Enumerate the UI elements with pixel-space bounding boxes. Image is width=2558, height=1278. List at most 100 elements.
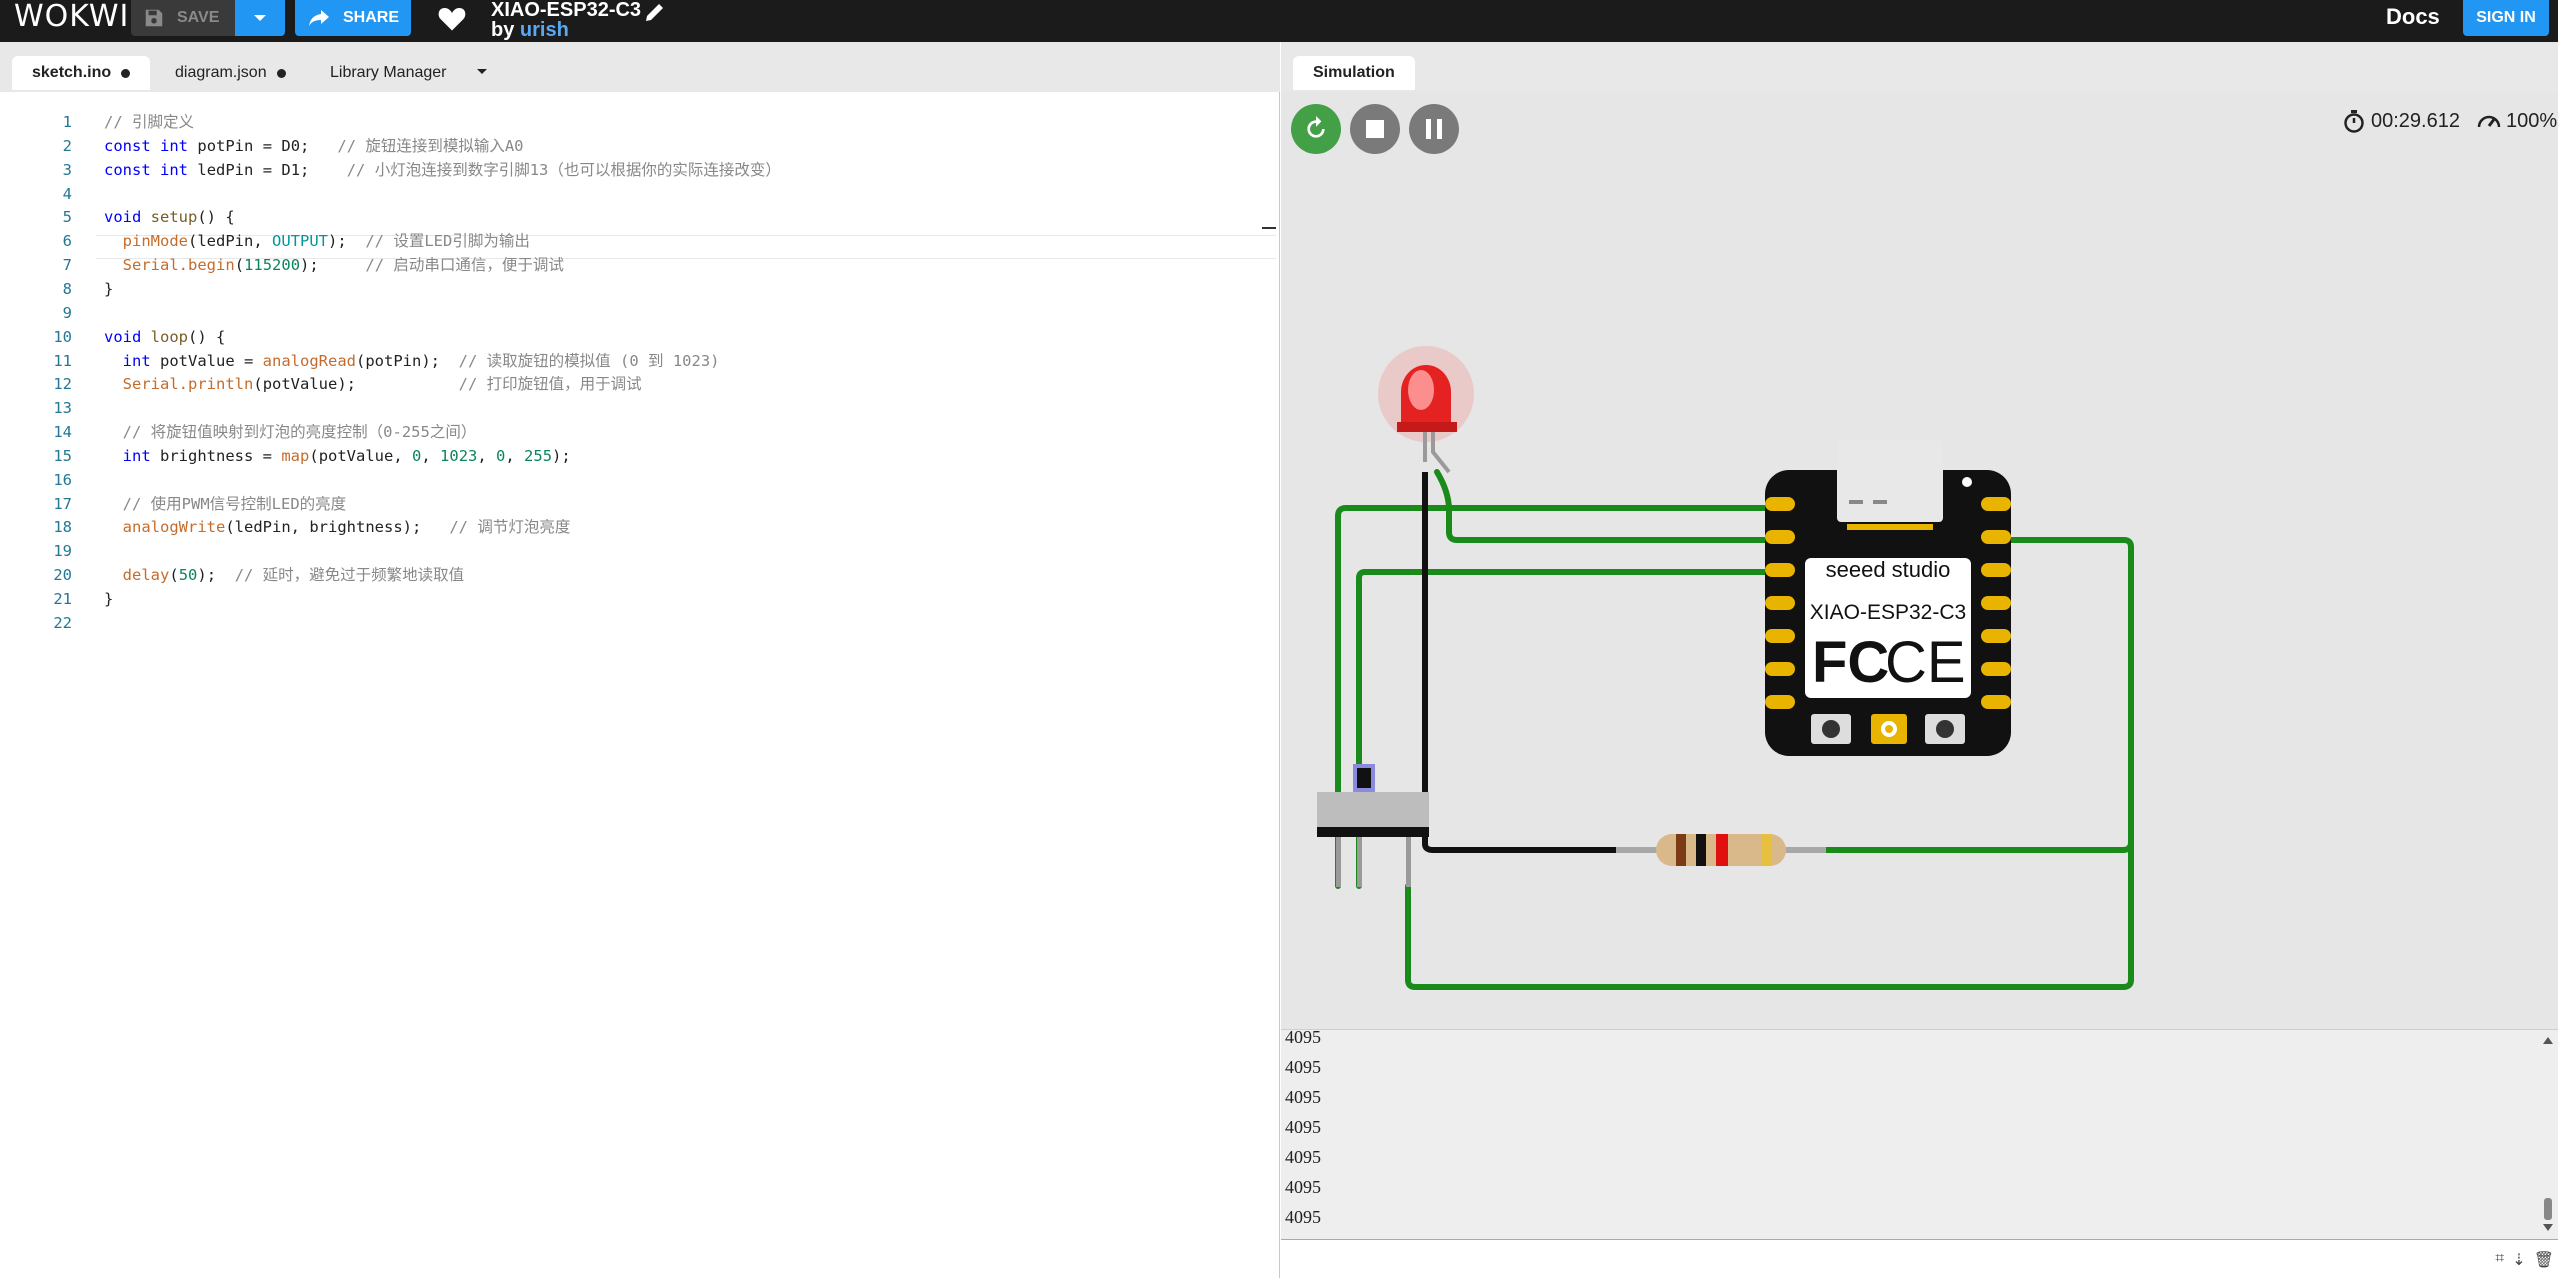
serial-output-line: 4095 [1285, 1057, 1321, 1077]
sign-in-button[interactable]: SIGN IN [2463, 0, 2549, 36]
code-text: int brightness = map(potValue, 0, 1023, … [122, 446, 571, 465]
ce-mark-icon: CE [1885, 630, 1966, 695]
resistor[interactable] [1616, 834, 1826, 866]
board-brand-text: seeed studio [1826, 557, 1951, 582]
line-number: 16 [53, 470, 72, 489]
line-number: 2 [62, 136, 72, 155]
floppy-disk-icon [145, 9, 163, 27]
serial-input-bar[interactable]: ⌗ ⇣ 🗑 [1281, 1239, 2558, 1278]
tab-label: sketch.ino [32, 64, 112, 81]
stop-icon [1366, 120, 1384, 138]
line-number: 5 [62, 208, 72, 227]
wire-board-to-potentiometer [1405, 837, 2134, 990]
top-bar: WOKWI SAVE SHARE XIAO-ESP32-C3 by urish … [0, 0, 2558, 42]
caret-down-icon [254, 15, 266, 21]
xiao-esp32-c3-board[interactable]: seeed studio XIAO-ESP32-C3 FC CE [1765, 440, 2011, 756]
timestamp-toggle-icon[interactable]: ⌗ [2495, 1250, 2505, 1267]
fcc-mark-icon: FC [1812, 630, 1889, 695]
unsaved-dot-icon [121, 68, 131, 78]
serial-toolbar: ⌗ ⇣ 🗑 [2495, 1250, 2554, 1270]
stop-simulation-button[interactable] [1350, 104, 1400, 154]
code-editor[interactable]: 1 // 引脚定义 2 const int potPin = D0; // 旋钮连接到… [0, 92, 1280, 1278]
tab-library-manager[interactable]: Library Manager [330, 56, 447, 90]
red-led[interactable] [1378, 346, 1474, 474]
author-link[interactable]: urish [519, 19, 569, 41]
share-button[interactable]: SHARE [295, 0, 411, 36]
tab-diagram-json[interactable]: diagram.json [175, 56, 286, 90]
code-text: Serial.begin(115200); // 启动串口通信，便于调试 [122, 256, 564, 275]
timer-value: 00:29.612 [2371, 109, 2460, 132]
speedometer-icon [2477, 115, 2501, 128]
share-button-label: SHARE [343, 9, 400, 26]
line-number: 22 [53, 613, 72, 632]
save-button[interactable]: SAVE [131, 0, 235, 36]
line-number: 11 [53, 351, 72, 370]
code-text: int potValue = analogRead(potPin); // 读取… [122, 351, 720, 370]
overview-ruler-marker [1262, 227, 1276, 229]
code-text: delay(50); // 延时，避免过于频繁地读取值 [122, 566, 465, 585]
line-number: 9 [62, 303, 72, 322]
line-number: 8 [62, 279, 72, 298]
code-text: const int potPin = D0; // 旋钮连接到模拟输入A0 [104, 136, 524, 155]
share-arrow-icon [309, 10, 329, 26]
code-text: const int ledPin = D1; // 小灯泡连接到数字引脚13（也… [104, 160, 781, 179]
code-text: pinMode(ledPin, OUTPUT); // 设置LED引脚为输出 [122, 232, 530, 251]
line-number: 13 [53, 399, 72, 418]
simulation-canvas[interactable]: 00:29.612 100% [1281, 92, 2558, 1029]
pause-simulation-button[interactable] [1409, 104, 1459, 154]
wire-led-cathode [1422, 472, 1616, 853]
line-number: 6 [62, 232, 72, 251]
board-model-text: XIAO-ESP32-C3 [1810, 601, 1966, 624]
code-text: void loop() { [104, 327, 226, 346]
tab-sketch-ino[interactable]: sketch.ino [12, 56, 151, 90]
wire-board-to-resistor [1823, 537, 2134, 853]
serial-output-line: 4095 [1285, 1087, 1321, 1107]
line-number: 19 [53, 542, 72, 561]
code-text: analogWrite(ledPin, brightness); // 调节灯泡… [122, 518, 571, 537]
current-line-highlight [96, 235, 1276, 259]
simulation-timer: 00:29.612 [2343, 106, 2460, 136]
speed-value: 100% [2506, 109, 2558, 132]
serial-output-line: 4095 [1285, 1207, 1321, 1227]
pause-icon [1426, 119, 1442, 139]
circuit-diagram: seeed studio XIAO-ESP32-C3 FC CE [1317, 346, 2134, 990]
heart-icon[interactable] [437, 4, 467, 32]
project-author-line: by urish [491, 19, 569, 41]
autoscroll-icon[interactable]: ⇣ [2512, 1252, 2526, 1269]
line-number: 4 [62, 184, 72, 203]
code-text: void setup() { [104, 208, 235, 227]
simulation-speed: 100% [2476, 106, 2557, 136]
restart-simulation-button[interactable] [1291, 104, 1341, 154]
code-text: // 引脚定义 [104, 113, 194, 131]
line-number: 3 [62, 160, 72, 179]
stopwatch-icon [2344, 110, 2364, 133]
line-number: 20 [53, 566, 72, 585]
editor-tab-bar: sketch.ino diagram.json Library Manager [0, 42, 1280, 92]
serial-scrollbar[interactable] [2541, 1034, 2555, 1234]
save-options-dropdown[interactable] [235, 0, 285, 36]
code-text: // 使用PWM信号控制LED的亮度 [122, 494, 347, 513]
serial-output-line: 4095 [1285, 1147, 1321, 1167]
line-number: 1 [62, 113, 72, 131]
line-number: 12 [53, 375, 72, 394]
tabs-menu-caret-icon[interactable] [476, 68, 488, 76]
pencil-edit-icon[interactable] [643, 0, 667, 24]
line-number: 10 [53, 327, 72, 346]
tab-label: Library Manager [330, 64, 447, 81]
serial-output-line: 4095 [1285, 1117, 1321, 1137]
potentiometer[interactable] [1317, 764, 1429, 887]
restart-icon [1307, 116, 1325, 138]
unsaved-dot-icon [276, 68, 286, 78]
wokwi-logo[interactable]: WOKWI [14, 0, 130, 34]
line-number: 17 [53, 494, 72, 513]
wires [1335, 469, 2134, 990]
wire-potentiometer-signal [1356, 569, 1994, 889]
clear-serial-icon[interactable]: 🗑 [2533, 1252, 2554, 1269]
line-number: 7 [62, 256, 72, 275]
docs-link[interactable]: Docs [2386, 4, 2440, 29]
code-text: } [104, 590, 114, 608]
serial-output-line: 4095 [1285, 1027, 1321, 1047]
code-text: } [104, 279, 114, 298]
tab-simulation[interactable]: Simulation [1293, 56, 1415, 90]
